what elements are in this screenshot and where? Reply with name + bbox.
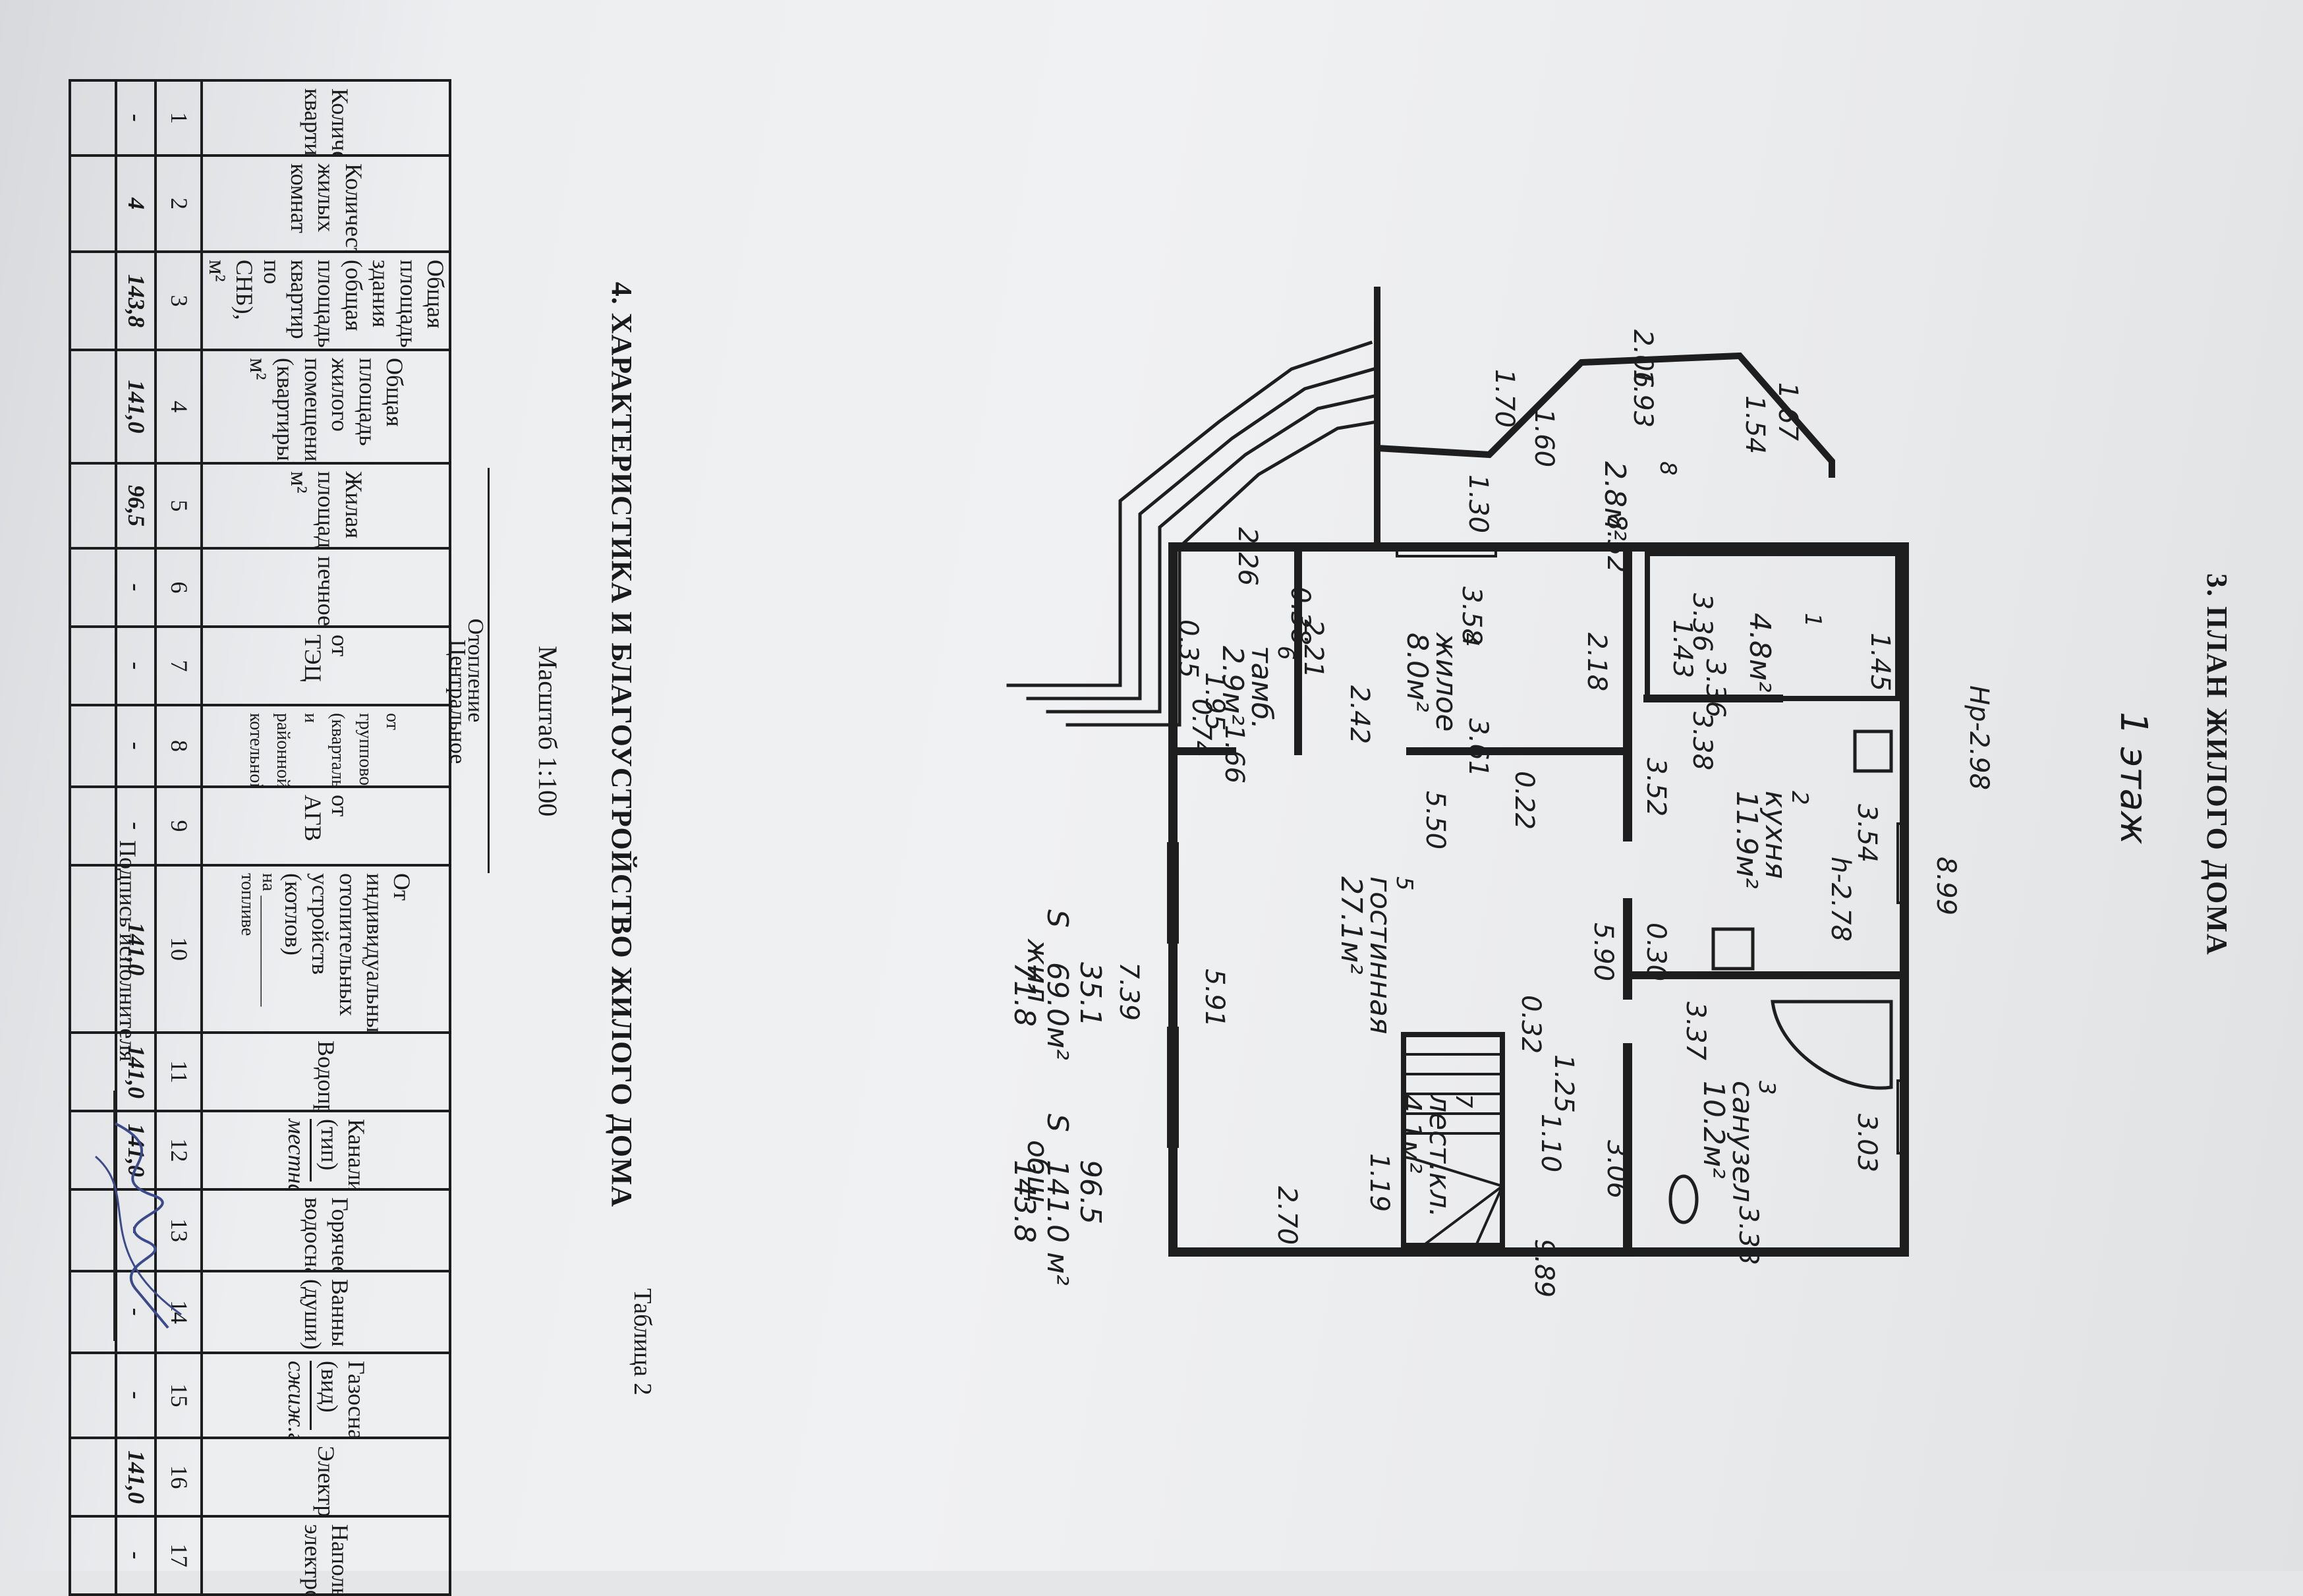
dimension-label: 8.99 — [1931, 857, 1961, 915]
room-name: санузел — [1726, 1081, 1759, 1203]
area-total: м² — [1040, 1252, 1074, 1286]
area-total: 143.8 — [1008, 1160, 1041, 1243]
dimension-label: 3.38 — [1733, 1206, 1763, 1265]
room-number: 5 — [1391, 876, 1417, 891]
dimension-label: 3.58 — [1456, 586, 1487, 645]
room-number: 1 — [1800, 613, 1826, 627]
outer-wall — [1168, 542, 1909, 1257]
dimension-label: 8.52 — [1601, 514, 1632, 573]
room-number: 7 — [1450, 1094, 1477, 1108]
room-number: 4 — [1457, 633, 1483, 647]
room-number: 3 — [1753, 1081, 1780, 1095]
dimension-label: 1.67 — [1773, 382, 1803, 442]
area-total: общ — [1021, 1140, 1054, 1203]
area-total: S — [1040, 1114, 1074, 1132]
dimension-label: 0.35 — [1173, 619, 1203, 678]
dimension-label: 1.43 — [1667, 619, 1697, 678]
room-area: 10.2м² — [1697, 1081, 1730, 1179]
handwritten-signature — [95, 1122, 182, 1329]
area-total: 96.5 — [1073, 1160, 1107, 1224]
room-number: 2 — [1786, 791, 1813, 805]
dimension-label: 1.19 — [1364, 1153, 1394, 1212]
dimension-label: 2.06 — [1628, 329, 1658, 388]
dimension-label: 3.36 — [1687, 593, 1717, 652]
room-name: жилое — [1429, 632, 1463, 731]
toilet — [1668, 1174, 1699, 1224]
dimension-label: 2.21 — [1298, 619, 1328, 678]
plan-labels: 9.89 8.99 8.52 7.39 5.91 5.90 5.50 2.061.93 1.67… — [1008, 329, 1994, 1297]
sink — [1711, 927, 1755, 971]
dimension-label: 3.36 — [1700, 659, 1730, 718]
dimension-label: h-2.78 — [1825, 857, 1856, 942]
room-name: лест.кл. — [1423, 1093, 1456, 1218]
dimension-label: 0.30 — [1641, 923, 1671, 981]
dimension-label: 5.90 — [1588, 923, 1618, 981]
dimension-label: 1.66 — [1219, 725, 1249, 784]
dimension-label: 2.42 — [1344, 685, 1375, 744]
dimension-label: 2.70 — [1272, 1186, 1302, 1245]
signature-block: Подпись исполнителя — [63, 840, 182, 1341]
room-area: 11.9м² — [1730, 791, 1763, 889]
dimension-label: 3.54 — [1852, 804, 1882, 863]
room-area: 2.9м² — [1216, 646, 1249, 726]
dimension-label: 5.91 — [1199, 969, 1230, 1027]
dimension-label: 3.37 — [1680, 1002, 1711, 1061]
room-name: тамб. — [1245, 646, 1278, 729]
area-total: 69.0м² — [1040, 962, 1074, 1060]
stove — [1853, 729, 1893, 773]
dimension-label: 1.93 — [1628, 369, 1658, 428]
room-area: 8.0м² — [1400, 633, 1434, 712]
dimension-label: 1.45 — [1865, 633, 1895, 691]
room-area: 4.1м² — [1394, 1094, 1427, 1174]
stair-walls — [1401, 1032, 1505, 1248]
dimension-label: 3.38 — [1687, 712, 1717, 770]
dimension-label: 1.95 — [1199, 672, 1230, 731]
dimension-label: 5.50 — [1420, 791, 1450, 849]
dimension-label: 0.38 — [1285, 586, 1315, 645]
room-area: 4.8м² — [1743, 613, 1777, 693]
room-area: 2.8м² — [1598, 461, 1632, 541]
room-name: кухня — [1759, 791, 1792, 879]
dimension-label: Нр-2.98 — [1964, 685, 1994, 790]
dimension-label: 1.10 — [1535, 1114, 1566, 1172]
dimension-label: 0.22 — [1509, 771, 1539, 830]
dimension-label: 9.89 — [1529, 1239, 1559, 1297]
dimension-label: 1.30 — [1463, 474, 1493, 533]
room-area: 27.1м² — [1334, 876, 1368, 975]
dimension-label: 2.26 — [1232, 527, 1263, 586]
dimension-label: 3.61 — [1463, 718, 1493, 777]
dimension-label: 3.52 — [1641, 758, 1671, 816]
porch-outline — [1006, 340, 1379, 727]
room-number: 6 — [1272, 646, 1299, 660]
area-total: 71.8 — [1008, 962, 1041, 1027]
dimension-label: 2.18 — [1581, 633, 1612, 691]
dimension-label: 1.25 — [1549, 1054, 1579, 1113]
dimension-label: 3.03 — [1852, 1114, 1882, 1172]
bathtub — [1771, 1000, 1893, 1090]
area-total: жил — [1021, 938, 1054, 1002]
room-number: 8 — [1655, 461, 1681, 476]
room-name: гостинная — [1363, 876, 1397, 1034]
dimension-label: 3.06 — [1601, 1140, 1632, 1199]
area-total: S — [1040, 909, 1074, 928]
area-total: 35.1 — [1073, 962, 1107, 1027]
dimension-label: 1.70 — [1489, 369, 1520, 428]
dimension-label: 7.39 — [1114, 962, 1144, 1021]
dimension-label: 0.74 — [1186, 698, 1216, 757]
dimension-label: 1.54 — [1740, 395, 1770, 454]
dimension-label: 0.32 — [1516, 995, 1546, 1054]
dimension-label: 1.60 — [1529, 409, 1559, 467]
area-total: 141.0 — [1040, 1160, 1074, 1243]
